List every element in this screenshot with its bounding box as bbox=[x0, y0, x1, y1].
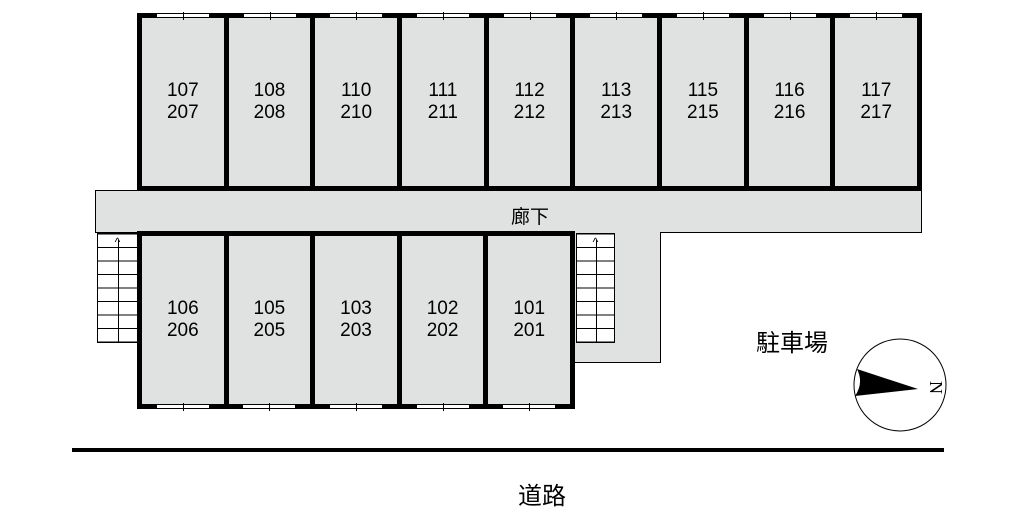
corridor-label: 廊下 bbox=[511, 207, 550, 228]
unit-number-floor2: 212 bbox=[513, 102, 546, 123]
unit-number-floor1: 107 bbox=[166, 80, 199, 101]
unit-number-floor1: 116 bbox=[774, 80, 805, 101]
unit-number-floor1: 117 bbox=[861, 80, 892, 101]
window bbox=[329, 12, 384, 20]
unit-number-floor1: 105 bbox=[253, 298, 286, 319]
unit-number-floor1: 106 bbox=[166, 298, 199, 319]
unit-number-floor2: 206 bbox=[166, 320, 199, 341]
unit-number-floor2: 211 bbox=[427, 102, 458, 123]
unit-number-floor2: 203 bbox=[340, 320, 372, 341]
window bbox=[762, 12, 817, 20]
unit-number-floor2: 216 bbox=[773, 102, 806, 123]
window bbox=[415, 403, 470, 411]
unit-number-floor1: 103 bbox=[340, 298, 372, 319]
unit-number-floor2: 208 bbox=[253, 102, 286, 123]
unit-number-floor1: 102 bbox=[426, 298, 459, 319]
unit-number-floor1: 115 bbox=[687, 80, 719, 101]
window bbox=[155, 403, 210, 411]
stairs-right: ^ bbox=[576, 233, 615, 343]
road-label: 道路 bbox=[518, 483, 566, 510]
window bbox=[328, 403, 383, 411]
unit-number-floor2: 213 bbox=[600, 102, 633, 123]
window bbox=[415, 12, 470, 20]
unit-number-floor1: 112 bbox=[514, 80, 545, 101]
window bbox=[849, 12, 904, 20]
unit-number-floor2: 205 bbox=[253, 320, 286, 341]
unit-number-floor2: 210 bbox=[340, 102, 373, 123]
unit-number-floor1: 113 bbox=[601, 80, 632, 101]
unit-number-floor2: 215 bbox=[687, 102, 719, 123]
road-line bbox=[72, 448, 944, 452]
compass-icon: N bbox=[853, 338, 947, 432]
window bbox=[155, 12, 210, 20]
window bbox=[242, 12, 297, 20]
unit-number-floor1: 108 bbox=[253, 80, 286, 101]
up-arrow-icon: ^ bbox=[114, 235, 121, 249]
window bbox=[589, 12, 644, 20]
unit-number-floor1: 111 bbox=[428, 80, 458, 101]
unit-number-floor1: 110 bbox=[341, 80, 372, 101]
unit-number-floor2: 202 bbox=[426, 320, 459, 341]
corridor bbox=[95, 190, 922, 233]
unit-number-floor2: 207 bbox=[166, 102, 199, 123]
parking-label: 駐車場 bbox=[756, 330, 828, 357]
up-arrow-icon: ^ bbox=[592, 235, 599, 249]
compass-north-label: N bbox=[926, 381, 946, 394]
stairs-left: ^ bbox=[97, 233, 138, 343]
unit-number-floor2: 217 bbox=[860, 102, 893, 123]
window bbox=[242, 403, 297, 411]
window bbox=[675, 12, 730, 20]
window bbox=[502, 12, 557, 20]
unit-number-floor2: 201 bbox=[513, 320, 546, 341]
unit-number-floor1: 101 bbox=[513, 298, 546, 319]
window bbox=[502, 403, 557, 411]
